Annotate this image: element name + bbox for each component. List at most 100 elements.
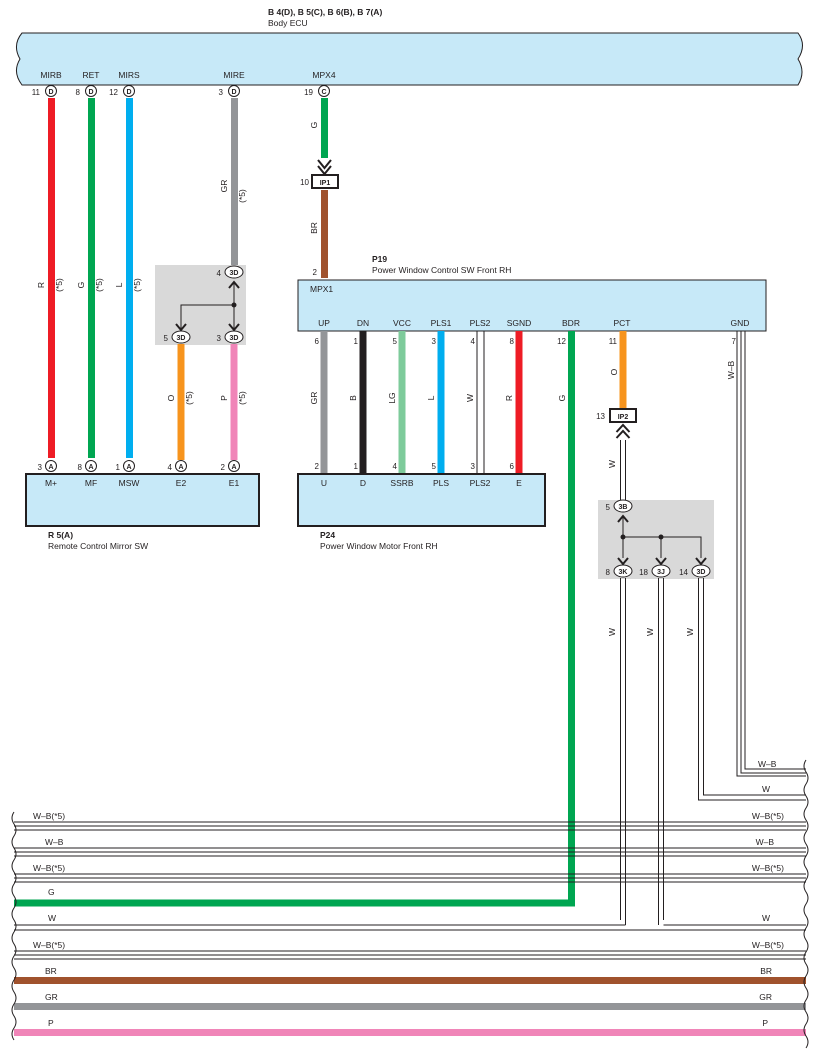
- harness-right-label: W–B(*5): [752, 863, 784, 873]
- harness-left-label: W–B(*5): [33, 811, 65, 821]
- harness-left-label: BR: [45, 966, 57, 976]
- wire-code: L: [426, 395, 436, 400]
- pin-connector: 3B: [619, 504, 628, 511]
- pin-connector: A: [178, 464, 183, 471]
- pin-number: 1: [116, 463, 121, 472]
- junction-3d-pins: 4 3D 5 3D 3 3D: [164, 265, 244, 344]
- wire-dn-black: [359, 331, 367, 474]
- harness-right-label: W–B: [758, 759, 777, 769]
- junction-arrow-icon: [228, 280, 240, 289]
- pin-number: 3: [432, 337, 437, 346]
- ecu-terminal-labels: MIRB RET MIRS MIRE MPX4: [40, 70, 335, 80]
- junction-arrow-icon: [617, 557, 629, 566]
- ecu-name: Body ECU: [268, 18, 308, 28]
- wire-note: (*5): [237, 189, 247, 203]
- junction-arrow-icon: [695, 557, 707, 566]
- pin-connector: 3K: [619, 569, 628, 576]
- wire-code: R: [504, 395, 514, 401]
- wire-code-g: G: [309, 122, 319, 129]
- wire-pls1-blue: [437, 331, 445, 474]
- pin-bubble: [171, 330, 191, 344]
- wire-code: W: [645, 628, 655, 636]
- p24-pin-numbers: 2 1 4 5 3 6: [315, 462, 515, 471]
- pin-connector: 3D: [697, 569, 706, 576]
- wire-mpx4-brown: [321, 190, 328, 278]
- ip1-label: IP1: [320, 180, 331, 187]
- wire-code-r: R: [36, 282, 46, 288]
- wire-e1-pink: [230, 344, 238, 460]
- terminal-label: UP: [318, 318, 330, 328]
- pin-bubble: [85, 460, 97, 472]
- pin-number: 6: [510, 462, 515, 471]
- p19-top-pin: 2: [313, 268, 318, 277]
- p19-wire-codes: GR B LG L W R G O W–B: [309, 360, 736, 404]
- junction-3b-wire-codes: W W W: [607, 628, 695, 636]
- terminal-label: MSW: [119, 478, 140, 488]
- pin-connector: A: [48, 464, 53, 471]
- r5-terminal-labels: M+ MF MSW E2 E1: [45, 478, 239, 488]
- junction-arrow-icon: [175, 323, 187, 332]
- pin-number: 4: [217, 269, 222, 278]
- white-wire-3k: [620, 578, 626, 925]
- pin-number: 6: [315, 337, 320, 346]
- pin-bubble: [613, 564, 633, 578]
- ecu-terminal-mire: MIRE: [223, 70, 245, 80]
- terminal-label: BDR: [562, 318, 580, 328]
- pin-bubble: [224, 330, 244, 344]
- terminal-label: DN: [357, 318, 369, 328]
- wire-code-gr: GR: [219, 180, 229, 193]
- pin-number: 12: [557, 337, 566, 346]
- wire-pct-orange: [619, 331, 627, 409]
- terminal-label: VCC: [393, 318, 411, 328]
- wire-note: (*5): [94, 278, 104, 292]
- r5-code: R 5(A): [48, 530, 73, 540]
- r5-name: Remote Control Mirror SW: [48, 541, 148, 551]
- wire-code-br: BR: [309, 222, 319, 234]
- ip2-chevron-icon: [615, 423, 631, 433]
- harness-left-label: W–B(*5): [33, 940, 65, 950]
- harness-line-wb: W–B W–B: [14, 837, 806, 857]
- wire-gnd-wb: [736, 331, 806, 777]
- wire-sgnd-red: [515, 331, 523, 474]
- pin-number: 8: [78, 463, 83, 472]
- p19-terminal-labels: UP DN VCC PLS1 PLS2 SGND BDR PCT GND: [318, 318, 749, 328]
- p19-code: P19: [372, 254, 387, 264]
- pin-number: 12: [109, 88, 118, 97]
- p24-code: P24: [320, 530, 335, 540]
- pin-number: 2: [315, 462, 320, 471]
- pin-number: 3: [217, 334, 222, 343]
- pin-number: 11: [32, 88, 41, 97]
- pin-number: 8: [76, 88, 81, 97]
- junction-3d-dot: [231, 302, 237, 308]
- pin-number: 2: [221, 463, 226, 472]
- junction-arrow-icon: [655, 557, 667, 566]
- pin-number: 3: [38, 463, 43, 472]
- wire-code: W–B: [726, 360, 736, 379]
- wire-mire-gray: [231, 98, 238, 265]
- wire-code: G: [557, 395, 567, 402]
- wire-code: W: [465, 394, 475, 402]
- ecu-terminal-ret: RET: [83, 70, 100, 80]
- pin-number: 3: [471, 462, 476, 471]
- p19-pin-numbers: 6 1 5 3 4 8 12 11 7: [315, 337, 737, 346]
- pin-number: 5: [164, 334, 169, 343]
- harness-right-label: W–B(*5): [752, 940, 784, 950]
- ip2-connector: 13 IP2: [596, 408, 637, 439]
- pin-connector: C: [321, 89, 326, 96]
- pin-bubble: [123, 85, 135, 97]
- harness-line-w: W W: [14, 913, 806, 931]
- harness-right-label: P: [762, 1018, 768, 1028]
- pin-number: 5: [606, 503, 611, 512]
- pin-connector: D: [231, 89, 236, 96]
- wire-e2-orange: [177, 344, 185, 460]
- wire-note: (*5): [132, 278, 142, 292]
- pin-bubble: [318, 85, 330, 97]
- harness-left-label: W–B(*5): [33, 863, 65, 873]
- terminal-label: PLS: [433, 478, 449, 488]
- terminal-label: GND: [731, 318, 750, 328]
- wire-note: (*5): [184, 391, 194, 405]
- body-ecu-block: [16, 32, 803, 86]
- junction-3b-dot: [620, 534, 626, 540]
- junction-3b-pins: 5 3B 8 3K 18 3J 14 3D: [606, 499, 711, 578]
- pin-connector: D: [48, 89, 53, 96]
